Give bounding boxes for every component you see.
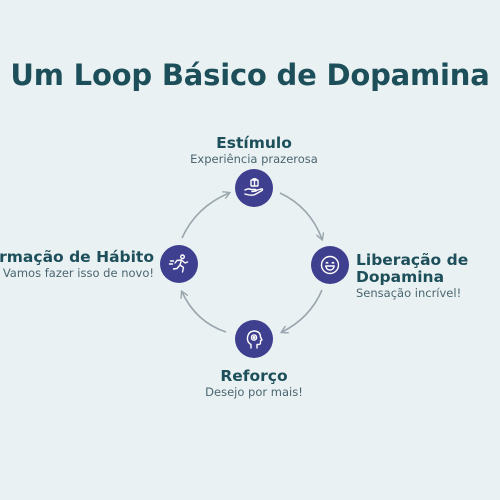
arrow-reinforcement-to-habit [182, 292, 227, 333]
habit-title: Formação de Hábito [0, 248, 154, 266]
arrow-stimulus-to-release [279, 192, 322, 239]
page-title: Um Loop Básico de Dopamina [10, 58, 490, 92]
node-stimulus [235, 169, 273, 207]
reinforcement-subtitle: Desejo por mais! [205, 385, 303, 399]
head-brain-icon [242, 327, 266, 351]
stimulus-title: Estímulo [216, 134, 292, 152]
label-reinforcement: Reforço Desejo por mais! [154, 368, 354, 400]
stimulus-subtitle: Experiência prazerosa [190, 152, 318, 166]
release-title-line1: Liberação de [356, 251, 469, 269]
label-release: Liberação de Dopamina Sensação incrível! [356, 252, 468, 301]
label-stimulus: Estímulo Experiência prazerosa [154, 135, 354, 167]
node-habit [160, 245, 198, 283]
release-title-line2: Dopamina [356, 268, 445, 286]
node-release [311, 246, 349, 284]
smiley-face-icon [318, 253, 342, 277]
arrow-habit-to-stimulus [181, 193, 229, 239]
reinforcement-title: Reforço [220, 367, 288, 385]
habit-subtitle: Vamos fazer isso de novo! [2, 266, 154, 280]
hand-gift-icon [242, 176, 266, 200]
arrow-release-to-reinforcement [282, 289, 323, 332]
node-reinforcement [235, 320, 273, 358]
label-habit: Formação de Hábito Vamos fazer isso de n… [0, 249, 154, 281]
release-subtitle: Sensação incrível! [356, 286, 462, 300]
running-person-icon [167, 252, 191, 276]
